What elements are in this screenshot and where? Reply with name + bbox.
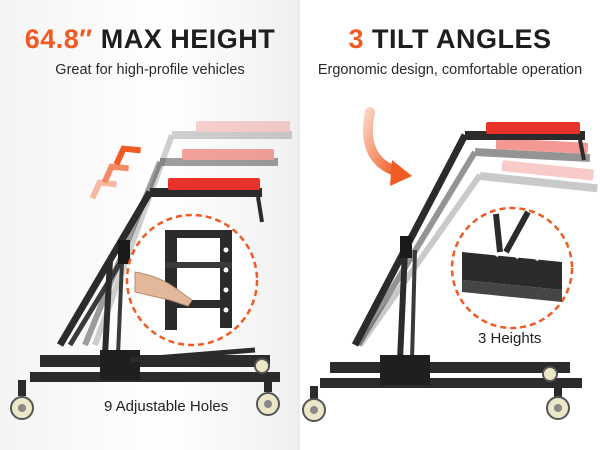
ghost-angle-mid (355, 138, 591, 347)
raise-arrows-icon (89, 145, 141, 200)
tilt-arrow-icon (362, 107, 412, 186)
tilt-angles-subline: Ergonomic design, comfortable operation (317, 62, 583, 78)
heights-caption: 3 Heights (478, 330, 542, 347)
max-height-label: MAX HEIGHT (92, 24, 276, 54)
topper-stand-illustration-left (10, 121, 292, 420)
stand-frame-right (320, 122, 586, 388)
caster-wheels-right (302, 366, 570, 422)
tilt-angles-count: 3 (348, 24, 365, 54)
topper-stand-illustration-right (302, 107, 598, 422)
tilt-angles-panel: 3 TILT ANGLES Ergonomic design, comforta… (300, 0, 600, 450)
tilt-angles-headline: 3 TILT ANGLES (300, 24, 600, 55)
tilt-angles-label: TILT ANGLES (364, 24, 552, 54)
stand-frame (30, 178, 280, 382)
adjustable-holes-caption: 9 Adjustable Holes (104, 398, 229, 415)
ghost-angle-low (357, 160, 598, 347)
max-height-panel: 64.8″ MAX HEIGHT Great for high-profile … (0, 0, 300, 450)
heights-bracket-zoom (450, 206, 574, 330)
adjustable-holes-zoom (125, 213, 259, 347)
max-height-subline: Great for high-profile vehicles (55, 62, 245, 78)
caster-wheels (10, 358, 280, 420)
max-height-headline: 64.8″ MAX HEIGHT (0, 24, 300, 55)
max-height-value: 64.8″ (24, 24, 93, 54)
